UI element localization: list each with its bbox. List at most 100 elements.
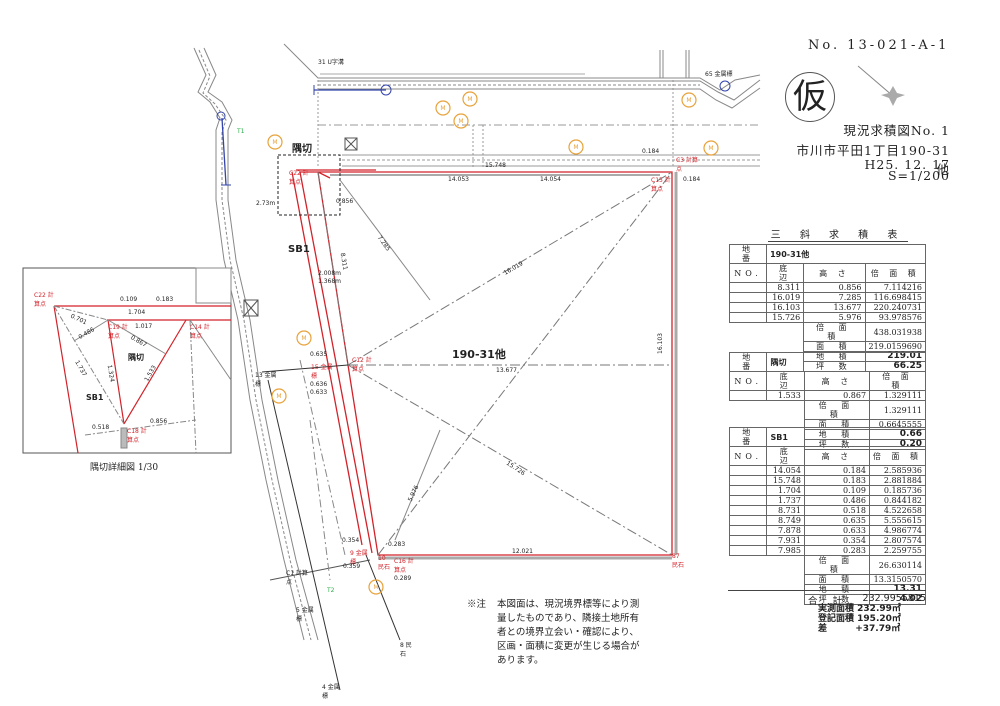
area-difference: +37.79㎡ [855,624,901,634]
left-pipe [221,117,227,186]
detail-corner-cut-label: 隅切 [128,353,144,362]
left-road [193,47,319,641]
dim-0359: 0.359 [343,563,361,570]
main-lot-label: 190-31他 [452,348,506,361]
point-c22: C22 計算点 [289,170,309,186]
point-8: 8 民石 [400,642,412,658]
point-9: 9 金属標 [350,550,368,566]
svg-text:M: M [276,393,281,400]
point-13: 13 金属標 [255,372,277,388]
provisional-stamp: 仮 [785,72,835,122]
detail-point-c19: C19 計算点 [108,324,128,340]
address: 市川市平田1丁目190-31他 [796,143,950,177]
detail-dim-0109: 0.109 [120,296,138,303]
dim-0184a: 0.184 [642,148,660,155]
dim-0184b: 0.184 [683,176,701,183]
dim-273: 2.73m [256,200,276,207]
t2-label: T2 [327,587,335,594]
detail-point-c14: C14 計算点 [190,324,210,340]
detail-drawing [53,267,232,454]
drawing-title: 現況求積図No. 1 [843,123,950,138]
dim-16103: 16.103 [657,333,664,354]
svg-text:M: M [440,105,445,112]
top-road [283,43,761,109]
detail-dim-0518: 0.518 [92,424,110,431]
dim-12021: 12.021 [512,548,533,555]
dim-0289: 0.289 [394,575,412,582]
dim-14054: 14.054 [540,176,561,183]
registered-area: 195.20㎡ [857,614,901,624]
main-lot-boundary [291,169,673,556]
measured-area: 232.99㎡ [857,604,901,614]
disclaimer-note: ※注 本図面は、現況境界標等により測量したものであり、隣接土地所有者との境界立会… [467,599,640,666]
point-c3: C3 計算点 [676,157,698,173]
dim-13677: 13.677 [496,367,517,374]
svg-text:M: M [301,335,306,342]
corner-cut-label: 隅切 [292,144,312,155]
point-c12: C12 計算点 [352,357,372,373]
valve-icon-top [380,84,392,96]
point-4: 4 金属標 [322,684,340,700]
area-summary: 実測面積 232.99㎡ 登記面積 195.20㎡ 差 +37.79㎡ [818,604,901,634]
dim-0354: 0.354 [342,537,360,544]
valve-icon-right [719,80,731,92]
dim-2008: 2.008m [318,270,342,277]
detail-dim-0183: 0.183 [156,296,174,303]
svg-text:M: M [573,144,578,151]
point-10: 10 民石 [378,555,391,571]
point-c15: C15 計算点 [651,177,671,193]
dim-1368: 1.368m [318,278,342,285]
dim-0856: 0.856 [336,198,354,205]
dim-14053: 14.053 [448,176,469,183]
svg-text:M: M [373,584,378,591]
point-c16: C16 計算点 [394,558,414,574]
dim-0283: 0.283 [388,541,406,548]
valve-icon-left [216,111,226,121]
marker-box [243,299,259,317]
detail-point-c18: C18 計算点 [127,428,147,444]
detail-caption: 隅切詳細図 1/30 [90,463,159,473]
point-87: 87 民石 [672,553,685,569]
svg-text:M: M [467,96,472,103]
document-number: No. 13-021-A-1 [808,38,950,53]
dim-0635: 0.635 [310,351,328,358]
marker-box-top [344,137,358,151]
detail-dim-1017: 1.017 [135,323,153,330]
u-ditch-label: 31 U字溝 [318,59,344,66]
scale: S=1/200 [887,168,950,183]
total-value: 232.9955815 [862,593,926,604]
point-15: 15 金属標 [311,364,333,380]
north-arrow-icon [857,65,905,106]
detail-dim-0856: 0.856 [150,418,168,425]
dim-0636: 0.636 [310,381,328,388]
detail-point-c22: C22 計算点 [34,292,54,308]
date: H25. 12. 17 [864,157,950,172]
metal-marker-65: 65 金属標 [705,71,733,78]
svg-text:M: M [708,145,713,152]
manhole-icons [267,91,719,595]
svg-text:M: M [686,97,691,104]
svg-text:M: M [458,118,463,125]
sb1-label: SB1 [288,244,310,255]
dim-15748: 15.748 [485,162,506,169]
t1-label: T1 [237,128,245,135]
detail-dim-1704: 1.704 [128,309,146,316]
svg-text:M: M [272,139,277,146]
